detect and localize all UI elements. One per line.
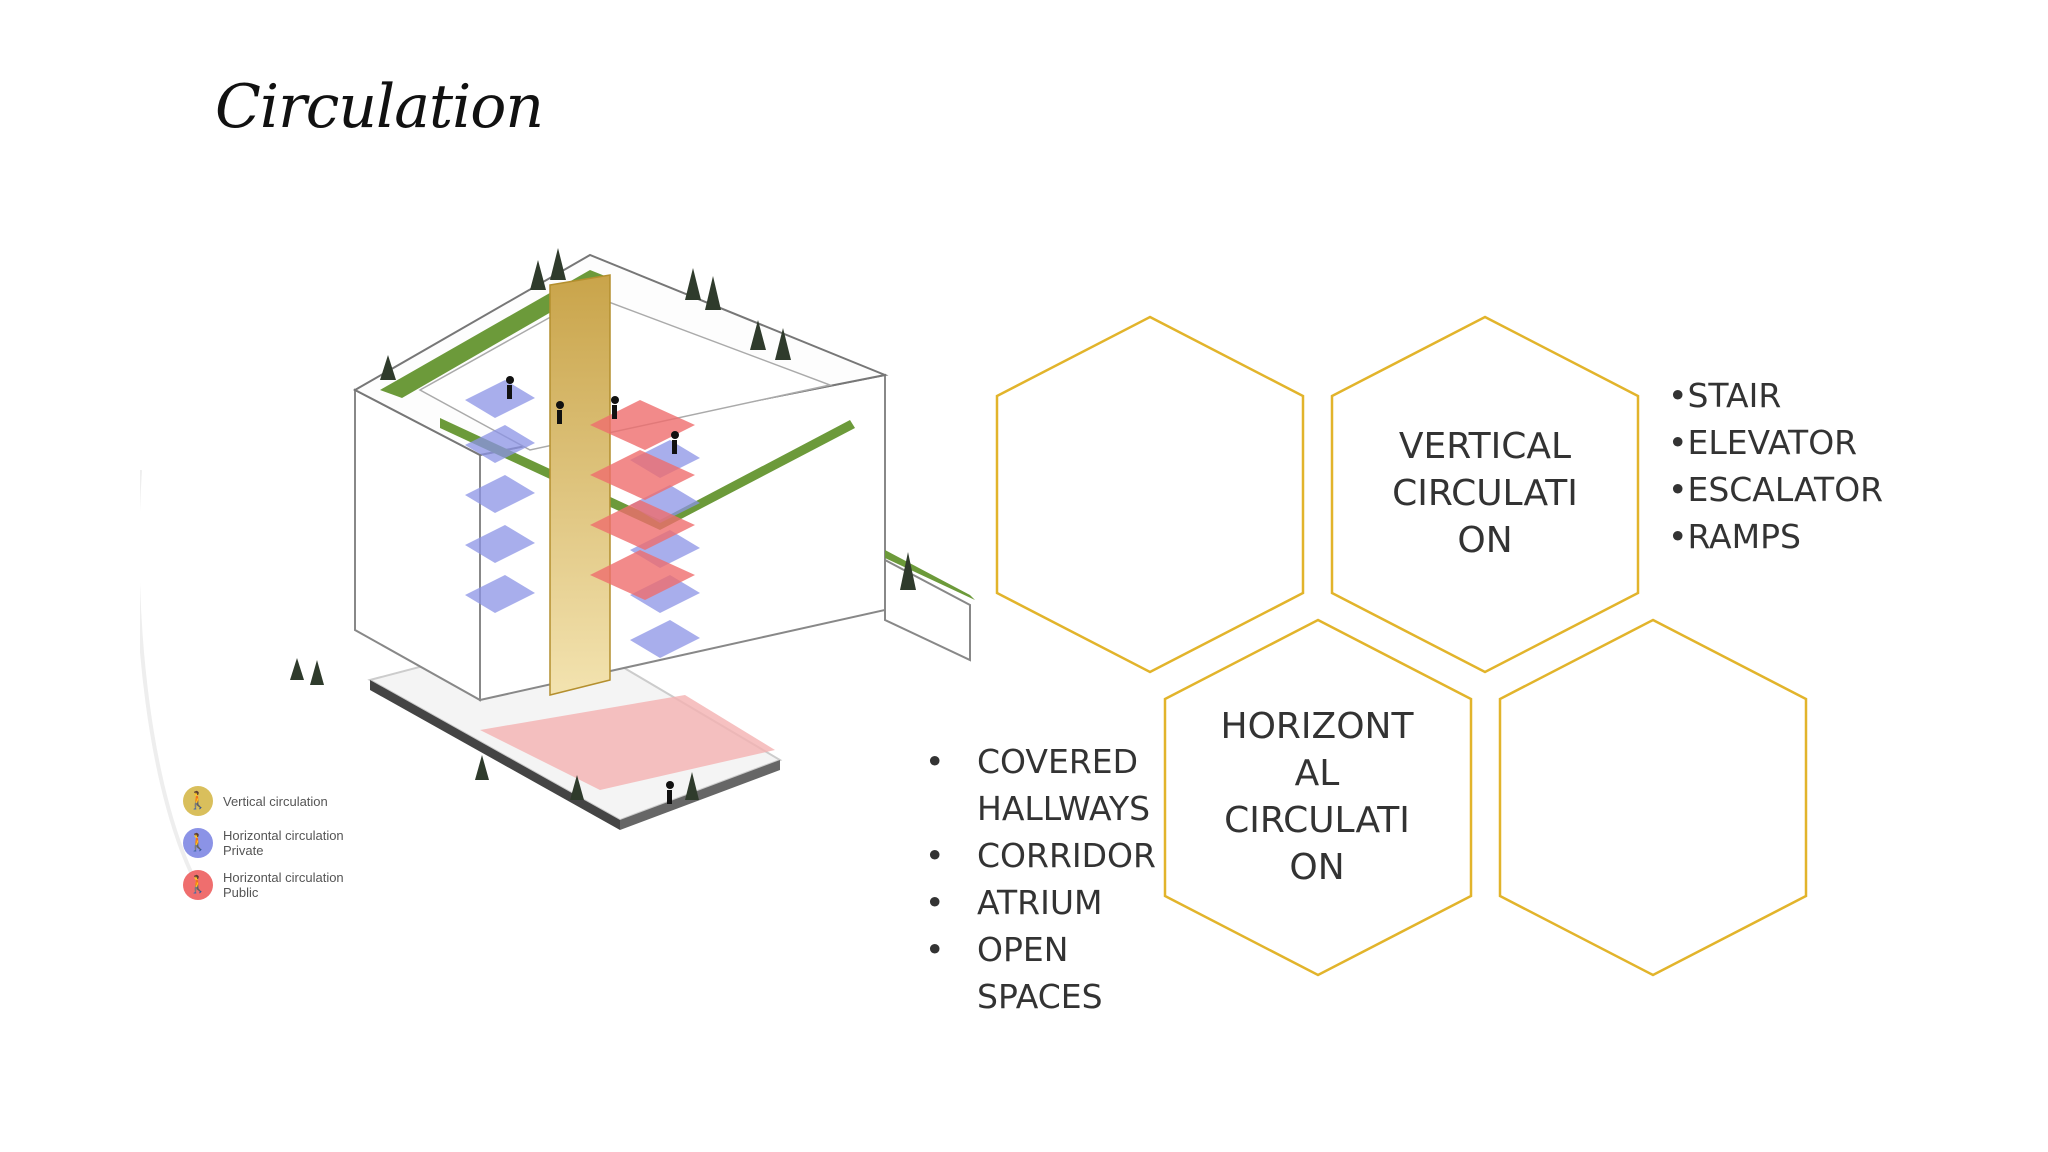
slide-title: Circulation bbox=[215, 72, 544, 142]
list-item: ATRIUM bbox=[925, 879, 1155, 926]
legend-label: Horizontal circulation Public bbox=[223, 870, 344, 900]
legend-label: Horizontal circulation Private bbox=[223, 828, 344, 858]
vertical-circulation-text: VERTICAL CIRCULATI ON bbox=[1392, 426, 1578, 561]
legend-item-public: 🚶 Horizontal circulation Public bbox=[183, 870, 344, 900]
hexagon-horizontal bbox=[1163, 618, 1473, 977]
public-floor-zone bbox=[480, 695, 775, 790]
diagram-legend: 🚶 Vertical circulation 🚶 Horizontal circ… bbox=[183, 786, 344, 912]
horizontal-circulation-label: HORIZONT AL CIRCULATI ON bbox=[1212, 703, 1422, 891]
list-item: OPEN SPACES bbox=[925, 926, 1155, 1020]
list-item: ELEVATOR bbox=[1668, 419, 1883, 466]
legend-label: Vertical circulation bbox=[223, 793, 328, 809]
list-item: ESCALATOR bbox=[1668, 466, 1883, 513]
vertical-circulation-list: STAIR ELEVATOR ESCALATOR RAMPS bbox=[1668, 372, 1883, 560]
building-circulation-diagram bbox=[140, 248, 975, 891]
vertical-core bbox=[549, 274, 611, 696]
vertical-circulation-label: VERTICAL CIRCULATI ON bbox=[1390, 423, 1580, 564]
legend-item-private: 🚶 Horizontal circulation Private bbox=[183, 828, 344, 858]
list-item: STAIR bbox=[1668, 372, 1883, 419]
list-item: RAMPS bbox=[1668, 513, 1883, 560]
person-figures bbox=[506, 376, 679, 804]
horizontal-circulation-text: HORIZONT AL CIRCULATI ON bbox=[1220, 706, 1414, 888]
walking-person-icon: 🚶 bbox=[183, 828, 213, 858]
legend-item-vertical: 🚶 Vertical circulation bbox=[183, 786, 344, 816]
trees bbox=[290, 248, 916, 800]
hexagon-vertical bbox=[1330, 315, 1640, 674]
walking-person-icon: 🚶 bbox=[183, 786, 213, 816]
list-item: CORRIDOR bbox=[925, 832, 1156, 879]
hexagon-top-left bbox=[995, 315, 1305, 674]
horizontal-circulation-list: COVERED HALLWAYS CORRIDOR ATRIUM OPEN SP… bbox=[925, 738, 1156, 1020]
hexagon-bottom-right bbox=[1498, 618, 1808, 977]
walking-person-icon: 🚶 bbox=[183, 870, 213, 900]
green-roof bbox=[660, 420, 855, 530]
list-item: COVERED HALLWAYS bbox=[925, 738, 1155, 832]
